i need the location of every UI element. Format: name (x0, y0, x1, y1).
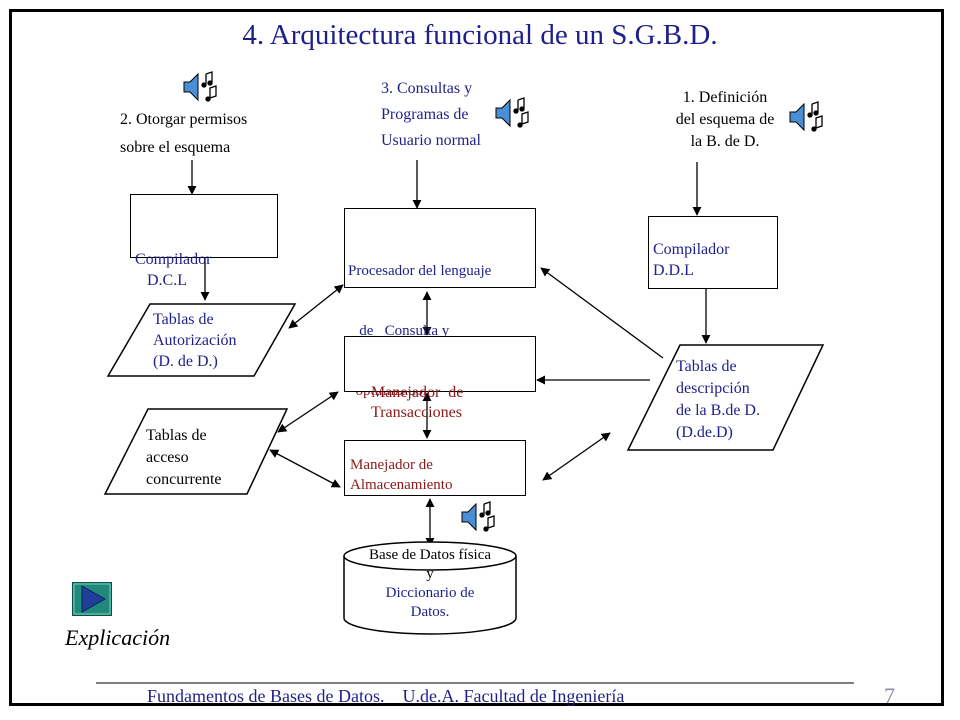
page-number: 7 (884, 683, 895, 708)
arrow-descripcion-to-procesador (540, 267, 664, 359)
tablas-acceso-shape (103, 408, 289, 495)
explicacion-link[interactable]: Explicación (65, 625, 171, 650)
arrow-acceso-almacenamiento (269, 449, 341, 488)
tablas-descripcion-shape (626, 344, 825, 451)
speaker-music-icon[interactable] (494, 96, 532, 132)
speaker-music-icon[interactable] (460, 500, 498, 536)
arrow-procesador-autorizacion (288, 284, 344, 329)
box-procesador-consulta: Procesador del lenguaje de Consulta y op… (344, 208, 536, 399)
database-cylinder (343, 541, 517, 635)
database-text: Base de Datos física y Diccionario de Da… (368, 547, 492, 620)
play-button-icon[interactable] (72, 582, 112, 616)
footer-text: Fundamentos de Bases de Datos. U.de.A. F… (147, 686, 625, 706)
speaker-music-icon[interactable] (788, 100, 826, 136)
slide-frame (9, 9, 944, 706)
box-compilador-dcl: Compilador D.C.L (130, 194, 278, 289)
arrow-acceso-transacciones (277, 391, 339, 433)
arrow-descripcion-almacenamiento (542, 432, 611, 481)
tablas-autorizacion-shape (106, 303, 297, 377)
page-title: 4. Arquitectura funcional de un S.G.B.D. (242, 19, 718, 51)
speaker-music-icon[interactable] (182, 70, 220, 106)
